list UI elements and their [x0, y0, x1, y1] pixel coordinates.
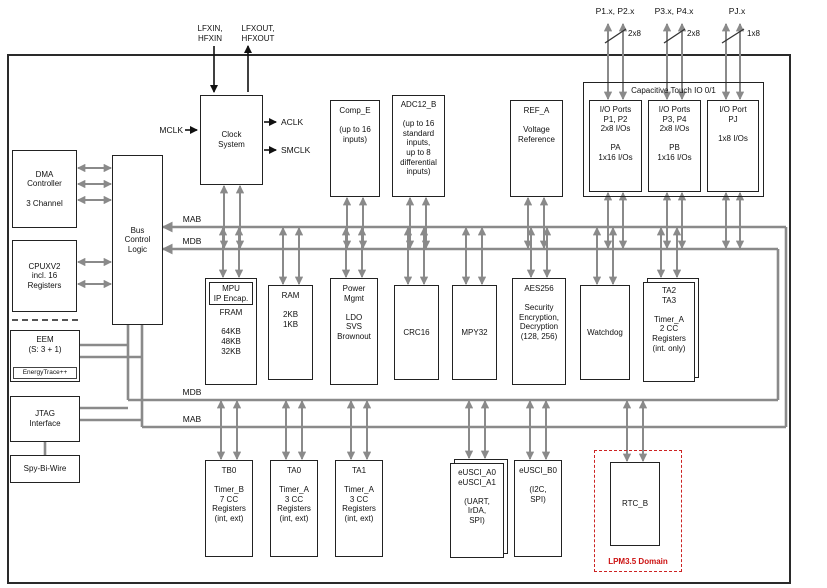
port-p3p4-width: 2x8	[687, 29, 700, 38]
block-aes256: AES256 Security Encryption, Decryption (…	[512, 278, 566, 385]
lpm35-domain-outline	[594, 450, 682, 572]
block-ram: RAM 2KB 1KB	[268, 285, 313, 380]
lfxin-label: LFXIN, HFXIN	[197, 24, 223, 43]
lfxout-label: LFXOUT, HFXOUT	[241, 24, 275, 43]
block-jtag-interface: JTAG Interface	[10, 396, 80, 442]
mab-top-label: MAB	[182, 214, 202, 224]
block-power-mgmt: Power Mgmt LDO SVS Brownout	[330, 278, 378, 385]
block-tb0: TB0 Timer_B 7 CC Registers (int, ext)	[205, 460, 253, 557]
energytrace-label: EnergyTrace++	[13, 367, 77, 379]
block-bus-control-logic: Bus Control Logic	[112, 155, 163, 325]
block-clock-system: Clock System	[200, 95, 263, 185]
port-p3p4-label: P3.x, P4.x	[654, 6, 694, 16]
block-spy-bi-wire: Spy-Bi-Wire	[10, 455, 80, 483]
cap-touch-header: Capacitive Touch IO 0/1	[631, 86, 716, 95]
block-io-port-pj: I/O Port PJ 1x8 I/Os	[707, 100, 759, 192]
device-boundary	[7, 54, 791, 584]
mdb-bottom-label: MDB	[182, 387, 202, 397]
block-cpu: CPUXV2 incl. 16 Registers	[12, 240, 77, 312]
mclk-label: MCLK	[159, 125, 183, 135]
port-p1p2-label: P1.x, P2.x	[595, 6, 635, 16]
port-pj-width: 1x8	[747, 29, 760, 38]
port-p1p2-width: 2x8	[628, 29, 641, 38]
cpu-eem-separator	[12, 319, 78, 321]
lpm35-domain-label: LPM3.5 Domain	[608, 557, 668, 566]
block-ta2-ta3: TA2 TA3 Timer_A 2 CC Registers (int. onl…	[643, 282, 695, 382]
block-comp-e: Comp_E (up to 16 inputs)	[330, 100, 380, 197]
block-dma-controller: DMA Controller 3 Channel	[12, 150, 77, 228]
smclk-label: SMCLK	[281, 145, 311, 155]
block-ta0: TA0 Timer_A 3 CC Registers (int, ext)	[270, 460, 318, 557]
block-mpy32: MPY32	[452, 285, 497, 380]
block-io-ports-p1-p2: I/O Ports P1, P2 2x8 I/Os PA 1x16 I/Os	[589, 100, 642, 192]
block-watchdog: Watchdog	[580, 285, 630, 380]
block-crc16: CRC16	[394, 285, 439, 380]
block-fram: MPU IP Encap. FRAM 64KB 48KB 32KB	[205, 278, 257, 385]
block-ta1: TA1 Timer_A 3 CC Registers (int, ext)	[335, 460, 383, 557]
block-eusci-a0-a1: eUSCI_A0 eUSCI_A1 (UART, IrDA, SPI)	[450, 463, 504, 558]
bus-width-slashes	[604, 28, 745, 44]
block-rtc-b: RTC_B	[610, 462, 660, 546]
mdb-top-label: MDB	[182, 236, 202, 246]
block-mpu-ip-encap: MPU IP Encap.	[209, 282, 253, 306]
mab-bottom-label: MAB	[182, 414, 202, 424]
aclk-label: ACLK	[281, 117, 304, 127]
block-eusci-b0: eUSCI_B0 (I2C, SPI)	[514, 460, 562, 557]
port-pj-label: PJ.x	[728, 6, 746, 16]
block-eem: EEM (S: 3 + 1) EnergyTrace++	[10, 330, 80, 382]
block-adc12-b: ADC12_B (up to 16 standard inputs, up to…	[392, 95, 445, 197]
block-ref-a: REF_A Voltage Reference	[510, 100, 563, 197]
block-io-ports-p3-p4: I/O Ports P3, P4 2x8 I/Os PB 1x16 I/Os	[648, 100, 701, 192]
